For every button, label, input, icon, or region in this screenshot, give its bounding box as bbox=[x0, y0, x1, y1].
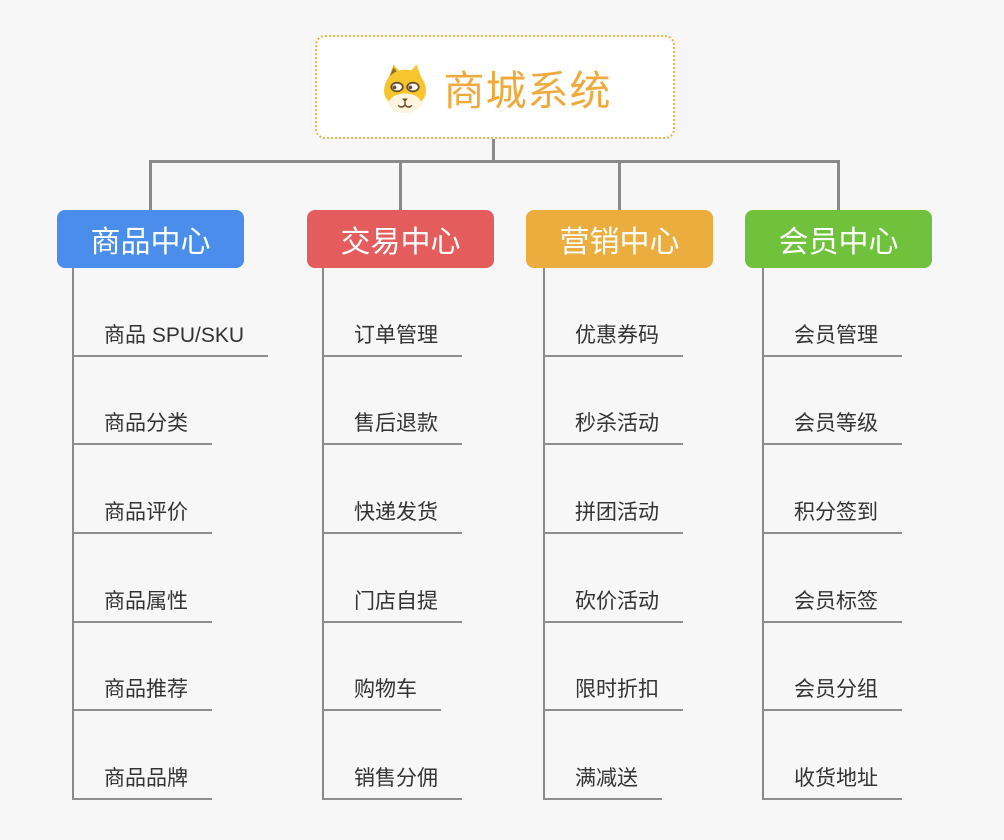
tree-item[interactable]: 商品推荐 bbox=[72, 673, 212, 712]
root-node[interactable]: 商城系统 bbox=[315, 35, 675, 139]
branch-products[interactable]: 商品中心 bbox=[57, 210, 244, 268]
tree-item[interactable]: 门店自提 bbox=[322, 585, 462, 623]
tree-item[interactable]: 满减送 bbox=[543, 762, 662, 801]
tree-item[interactable]: 会员标签 bbox=[762, 585, 902, 623]
tree-members: 会员管理 会员等级 积分签到 会员标签 会员分组 收货地址 bbox=[762, 268, 1004, 801]
connector-root-drop bbox=[492, 137, 495, 163]
connector-drop-products bbox=[149, 160, 152, 212]
tree-item[interactable]: 砍价活动 bbox=[543, 585, 683, 623]
connector-drop-trade bbox=[399, 160, 402, 212]
tree-item[interactable]: 商品分类 bbox=[72, 407, 212, 446]
tree-item[interactable]: 商品品牌 bbox=[72, 762, 212, 801]
tree-item[interactable]: 售后退款 bbox=[322, 407, 462, 446]
tree-item[interactable]: 商品属性 bbox=[72, 585, 212, 623]
connector-drop-members bbox=[837, 160, 840, 212]
tree-item[interactable]: 销售分佣 bbox=[322, 762, 462, 801]
tree-item[interactable]: 购物车 bbox=[322, 673, 441, 712]
tree-item[interactable]: 积分签到 bbox=[762, 496, 902, 535]
tree-item[interactable]: 会员等级 bbox=[762, 407, 902, 446]
tree-item[interactable]: 快递发货 bbox=[322, 496, 462, 535]
tree-products: 商品 SPU/SKU 商品分类 商品评价 商品属性 商品推荐 商品品牌 bbox=[72, 268, 322, 801]
branch-marketing[interactable]: 营销中心 bbox=[526, 210, 713, 268]
branch-trade[interactable]: 交易中心 bbox=[307, 210, 494, 268]
tree-item[interactable]: 拼团活动 bbox=[543, 496, 683, 535]
branch-members-label: 会员中心 bbox=[778, 226, 899, 259]
connector-horizontal bbox=[149, 160, 840, 163]
tree-marketing: 优惠券码 秒杀活动 拼团活动 砍价活动 限时折扣 满减送 bbox=[543, 268, 793, 801]
dog-face-icon bbox=[383, 64, 426, 113]
tree-item[interactable]: 优惠券码 bbox=[543, 319, 683, 357]
connector-drop-marketing bbox=[618, 160, 621, 212]
tree-trade: 订单管理 售后退款 快递发货 门店自提 购物车 销售分佣 bbox=[322, 268, 572, 801]
tree-item[interactable]: 订单管理 bbox=[322, 319, 462, 357]
tree-item[interactable]: 收货地址 bbox=[762, 762, 902, 801]
branch-marketing-label: 营销中心 bbox=[559, 226, 680, 259]
branch-trade-label: 交易中心 bbox=[340, 226, 461, 259]
tree-item[interactable]: 会员管理 bbox=[762, 319, 902, 357]
branch-members[interactable]: 会员中心 bbox=[745, 210, 932, 268]
tree-item[interactable]: 商品 SPU/SKU bbox=[72, 319, 269, 357]
tree-item[interactable]: 会员分组 bbox=[762, 673, 902, 712]
tree-item[interactable]: 限时折扣 bbox=[543, 673, 683, 712]
tree-item[interactable]: 秒杀活动 bbox=[543, 407, 683, 446]
root-title: 商城系统 bbox=[443, 68, 612, 114]
tree-item[interactable]: 商品评价 bbox=[72, 496, 212, 535]
branch-products-label: 商品中心 bbox=[90, 226, 211, 259]
